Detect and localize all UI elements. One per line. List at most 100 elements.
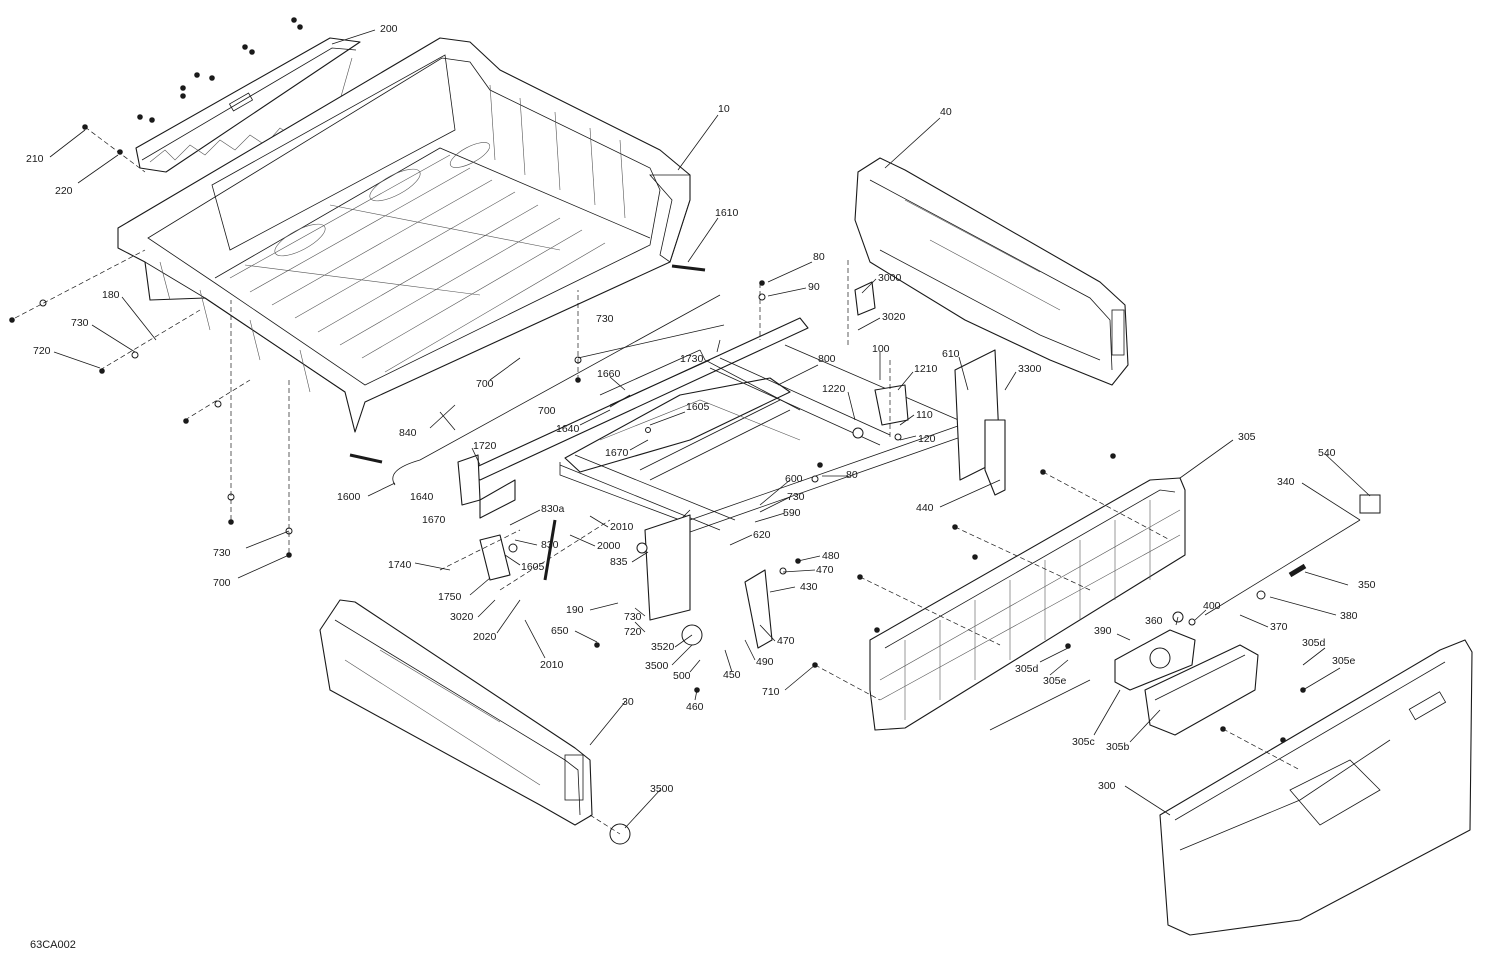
callout-30: 30 [622,696,634,708]
callout-1640b: 1640 [410,491,434,503]
alignment-lines [14,126,1301,835]
callout-1750: 1750 [438,591,462,603]
callout-650: 650 [551,625,569,637]
leader-lines [49,29,1371,829]
callout-1605: 1605 [686,401,710,413]
callout-1610: 1610 [715,207,739,219]
callout-2010: 2010 [610,521,634,533]
callout-730d: 730 [213,547,231,559]
callout-835: 835 [610,556,628,568]
callout-80b: 80 [846,469,858,481]
callout-190: 190 [566,604,584,616]
callout-370: 370 [1270,621,1288,633]
callout-2020: 2020 [473,631,497,643]
callout-300: 300 [1098,780,1116,792]
callout-1210: 1210 [914,363,938,375]
inner-tailgate [869,477,1186,731]
callout-90: 90 [808,281,820,293]
callout-350: 350 [1358,579,1376,591]
callout-1600: 1600 [337,491,361,503]
callout-80: 80 [813,251,825,263]
callout-2010b: 2010 [540,659,564,671]
left-side-panel [319,599,593,826]
callout-460: 460 [686,701,704,713]
callout-3520: 3520 [651,641,675,653]
callout-340: 340 [1277,476,1295,488]
callout-200: 200 [380,23,398,35]
callout-500: 500 [673,670,691,682]
callout-830a: 830a [541,503,565,515]
callout-110: 110 [916,409,933,421]
callout-590: 590 [783,507,801,519]
cargo-box [117,37,691,433]
bed-rail-strip [135,37,361,173]
callout-3300: 3300 [1018,363,1042,375]
callout-1740: 1740 [388,559,412,571]
callout-600: 600 [785,473,803,485]
callout-3500: 3500 [645,660,669,672]
callout-3020b: 3020 [450,611,474,623]
callout-180: 180 [102,289,120,301]
callout-700c: 700 [538,405,556,417]
callout-490: 490 [756,656,774,668]
drawing-code: 63CA002 [30,939,76,951]
callout-840: 840 [399,427,417,439]
callout-305d-right: 305d [1302,637,1326,649]
callout-305b: 305b [1106,741,1130,753]
callout-470: 470 [816,564,834,576]
callout-1640: 1640 [556,423,580,435]
outer-tailgate [1159,639,1473,936]
callout-120: 120 [918,433,936,445]
callout-40: 40 [940,106,952,118]
fastener-set-210 [82,17,303,155]
callout-305d: 305d [1015,663,1039,675]
callout-3020: 3020 [882,311,906,323]
callout-210: 210 [26,153,44,165]
callout-700: 700 [476,378,494,390]
callout-1730: 1730 [680,353,704,365]
callout-470b: 470 [777,635,795,647]
callout-1720: 1720 [473,440,497,452]
callout-830: 830 [541,539,559,551]
callout-480: 480 [822,550,840,562]
callout-1220: 1220 [822,383,846,395]
brackets [457,281,909,649]
callout-1670: 1670 [605,447,629,459]
callout-labels: 200 210 220 10 40 1610 80 90 3000 3020 1… [26,23,1376,795]
callout-700b: 700 [213,577,231,589]
callout-1605b: 1605 [521,561,545,573]
right-side-panel [854,157,1129,386]
callout-10: 10 [718,103,730,115]
callout-2000: 2000 [597,540,621,552]
callout-3000: 3000 [878,272,902,284]
callout-390: 390 [1094,625,1112,637]
callout-730b: 730 [787,491,805,503]
latch-assembly [1114,629,1259,736]
callout-100: 100 [872,343,890,355]
callout-720b: 720 [624,626,642,638]
callout-380: 380 [1340,610,1358,622]
callout-610: 610 [942,348,960,360]
callout-540: 540 [1318,447,1336,459]
callout-430: 430 [800,581,818,593]
callout-1660: 1660 [597,368,621,380]
callout-440: 440 [916,502,934,514]
callout-360: 360 [1145,615,1163,627]
callout-220: 220 [55,185,73,197]
callout-305c: 305c [1072,736,1095,748]
callout-800: 800 [818,353,836,365]
callout-305e-right: 305e [1332,655,1356,667]
callout-305e: 305e [1043,675,1067,687]
callout-730: 730 [71,317,89,329]
callout-730c: 730 [624,611,642,623]
callout-620: 620 [753,529,771,541]
callout-400: 400 [1203,600,1221,612]
hardware [9,280,1306,743]
callout-305: 305 [1238,431,1256,443]
callout-3500b: 3500 [650,783,674,795]
callout-710: 710 [762,686,780,698]
callout-720: 720 [33,345,51,357]
callout-450: 450 [723,669,741,681]
callout-730e: 730 [596,313,614,325]
